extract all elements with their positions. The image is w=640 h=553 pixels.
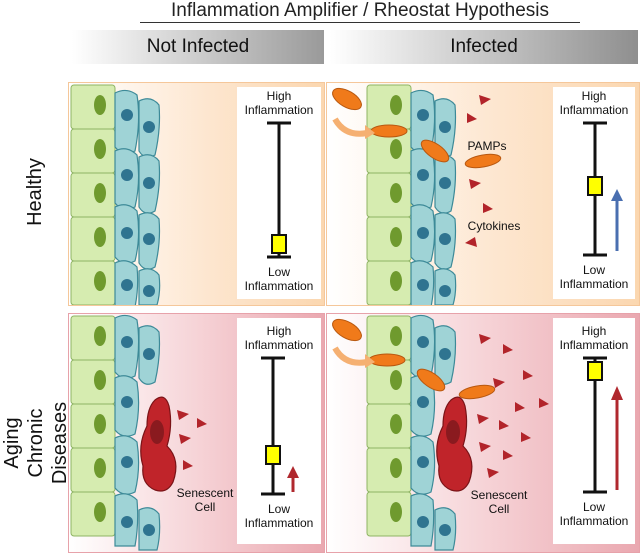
rheostat-low-label: Low Inflammation xyxy=(237,265,321,293)
column-header-not-infected: Not Infected xyxy=(72,30,324,64)
column-header-not-infected-label: Not Infected xyxy=(146,36,250,57)
rheostat-slider xyxy=(587,361,603,381)
cytokines xyxy=(465,95,493,247)
rheostat-low-label: Low Inflammation xyxy=(237,502,321,530)
rheostat-high-line1: High xyxy=(581,89,607,103)
senescent-cell-label: Senescent Cell xyxy=(459,488,539,516)
rheostat-slider xyxy=(271,234,287,254)
rheostat-high-line2: Inflammation xyxy=(559,338,629,352)
nuclei-blue xyxy=(417,109,451,297)
row-label-aging-line1: Aging xyxy=(1,417,23,469)
panel-aging-infected: Senescent Cell High Inflammation Low Inf… xyxy=(326,313,640,553)
rheostat-high-line2: Inflammation xyxy=(244,338,314,352)
rheostat-low-label: Low Inflammation xyxy=(553,263,635,291)
rheostat-high-line1: High xyxy=(266,324,292,338)
row-label-healthy: Healthy xyxy=(24,158,46,226)
senescent-line1: Senescent xyxy=(470,488,528,502)
title-underline xyxy=(140,22,580,23)
column-header-infected: Infected xyxy=(330,30,638,64)
epithelium-column xyxy=(366,84,412,305)
panel-healthy-not-infected: High Inflammation Low Inflammation xyxy=(68,82,325,306)
row-label-aging-line2: Chronic Diseases xyxy=(25,401,71,485)
senescent-line2: Cell xyxy=(488,502,510,516)
rheostat-gauge xyxy=(583,356,623,494)
rheostat-high-line1: High xyxy=(266,89,292,103)
rheostat-low-line1: Low xyxy=(267,502,290,516)
rheostat-high-line1: High xyxy=(581,324,607,338)
panel-aging-not-infected: Senescent Cell High Inflammation Low Inf… xyxy=(68,313,325,553)
rheostat-gauge xyxy=(261,356,299,496)
cytokines xyxy=(177,410,207,470)
rheostat-low-line2: Inflammation xyxy=(244,279,314,293)
rheostat-low-line2: Inflammation xyxy=(244,516,314,530)
senescent-cell xyxy=(436,396,473,492)
senescent-cell-label: Senescent Cell xyxy=(165,486,245,514)
epithelium-column xyxy=(70,315,116,537)
row-label-aging: Aging Chronic Diseases xyxy=(0,368,71,518)
rheostat-box xyxy=(237,318,321,544)
tissue-illustration xyxy=(332,314,549,551)
pamps-label: PAMPs xyxy=(467,139,507,153)
rheostat-high-label: High Inflammation xyxy=(553,324,635,352)
rheostat-high-label: High Inflammation xyxy=(553,89,635,117)
bacteria xyxy=(332,87,502,169)
rheostat-high-line2: Inflammation xyxy=(244,103,314,117)
nuclei-blue xyxy=(121,109,155,297)
rheostat-gauge xyxy=(267,121,291,259)
tissue-illustration xyxy=(70,84,161,305)
rheostat-gauge xyxy=(583,121,623,257)
rheostat-high-label: High Inflammation xyxy=(237,324,321,352)
cytokines-label: Cytokines xyxy=(467,219,521,233)
senescent-cell xyxy=(140,396,177,492)
nuclei-blue xyxy=(417,336,451,536)
rheostat-low-line1: Low xyxy=(582,263,605,277)
rheostat-low-label: Low Inflammation xyxy=(553,500,635,528)
tissue-illustration xyxy=(70,314,207,551)
rheostat-low-line1: Low xyxy=(582,500,605,514)
cytokines xyxy=(477,334,549,478)
rheostat-low-line2: Inflammation xyxy=(559,514,629,528)
tissue-illustration xyxy=(332,84,502,305)
rheostat-low-line2: Inflammation xyxy=(559,277,629,291)
column-header-infected-label: Infected xyxy=(450,36,518,57)
panel-healthy-infected: PAMPs Cytokines High Inflammation Low In… xyxy=(326,82,640,306)
entry-arrow xyxy=(332,117,368,137)
nuclei-blue xyxy=(121,336,155,536)
epithelium-column xyxy=(366,315,412,537)
rheostat-slider xyxy=(587,176,603,196)
senescent-line1: Senescent xyxy=(176,486,234,500)
figure-title: Inflammation Amplifier / Rheostat Hypoth… xyxy=(170,0,550,21)
rheostat-high-label: High Inflammation xyxy=(237,89,321,117)
rheostat-slider xyxy=(265,445,281,465)
entry-arrow xyxy=(332,346,368,366)
rheostat-high-line2: Inflammation xyxy=(559,103,629,117)
senescent-line2: Cell xyxy=(194,500,216,514)
rheostat-low-line1: Low xyxy=(267,265,290,279)
